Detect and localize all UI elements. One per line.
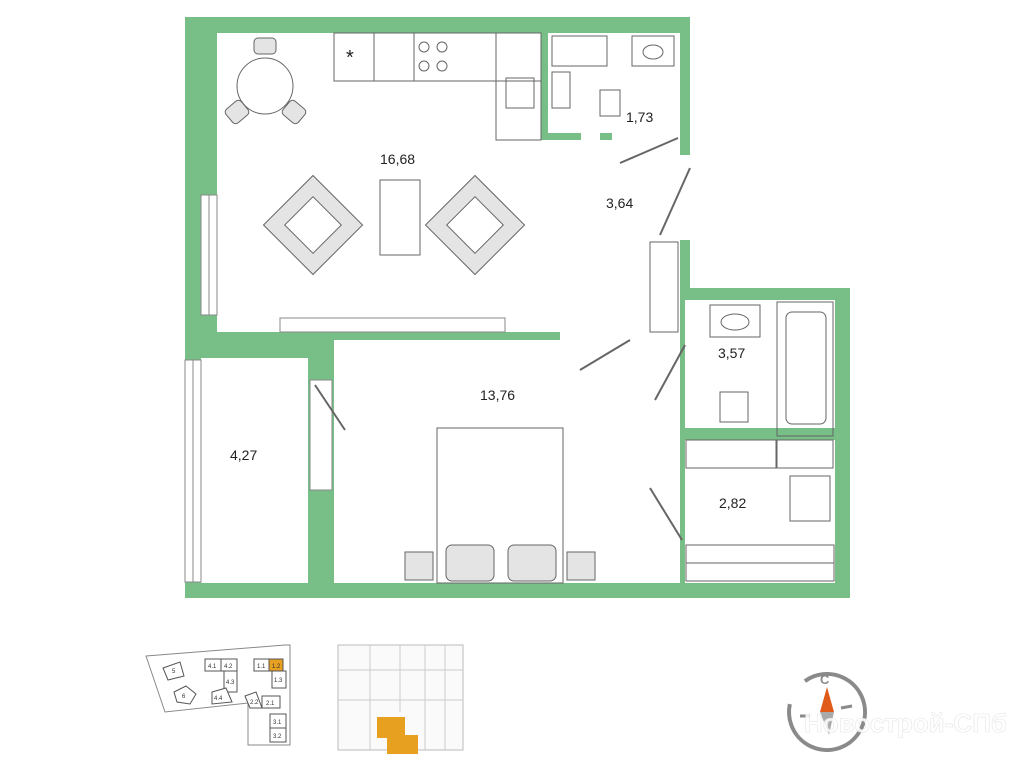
building-label: 1.3	[274, 678, 283, 684]
hall-bath-wall-2	[680, 410, 685, 470]
room-balcony	[201, 358, 308, 583]
bathroom-fixtures	[685, 301, 834, 522]
room-bedroom	[334, 340, 680, 583]
building-label: 1.1	[257, 664, 266, 670]
building-label: 6	[182, 694, 186, 700]
building-label: 5	[172, 669, 176, 675]
room-area-bedroom: 13,76	[480, 387, 515, 403]
svg-text:*: *	[346, 47, 354, 69]
armchairs	[262, 174, 526, 276]
building-label: 2.2	[250, 700, 259, 706]
room-storage	[685, 440, 835, 583]
room-area-storage: 2,82	[719, 495, 746, 511]
building-label: 3.2	[273, 734, 282, 740]
building-label: 4.2	[224, 664, 233, 670]
site-plan: 5 6 4.1 4.2 4.3 4.4 1.1 1.2 1.3 2.2 2.1 …	[145, 644, 291, 746]
wc-fixtures	[551, 35, 675, 117]
room-wc	[548, 33, 678, 133]
window	[309, 379, 333, 491]
compass: С	[787, 672, 867, 752]
dining-table	[224, 37, 307, 125]
hall-bath-wall	[680, 240, 685, 340]
wc-wall	[541, 33, 548, 140]
building-label: 3.1	[273, 720, 282, 726]
wc-wall-bottom	[541, 133, 581, 140]
room-area-balcony: 4,27	[230, 447, 257, 463]
compass-north-label: С	[820, 672, 830, 687]
bed	[404, 427, 596, 584]
compass-north-needle	[820, 687, 834, 712]
building-label: 4.3	[226, 680, 235, 686]
wardrobe	[685, 544, 835, 582]
window	[184, 359, 202, 583]
hall-bath-wall-3	[680, 530, 685, 583]
room-area-living: 16,68	[380, 151, 415, 167]
room-area-wc: 1,73	[626, 109, 653, 125]
building-label: 4.1	[208, 664, 217, 670]
building-label-selected: 1.2	[272, 664, 281, 670]
building-label: 4.4	[214, 696, 223, 702]
doors	[314, 137, 691, 541]
window	[279, 317, 506, 333]
room-area-hall: 3,64	[606, 195, 633, 211]
window	[200, 194, 218, 316]
floor-key-plan	[337, 644, 464, 754]
room-area-bathroom: 3,57	[718, 345, 745, 361]
kitchen: *	[333, 32, 542, 141]
watermark: Новострой-СПб	[804, 708, 1007, 738]
building-label: 2.1	[266, 701, 275, 707]
